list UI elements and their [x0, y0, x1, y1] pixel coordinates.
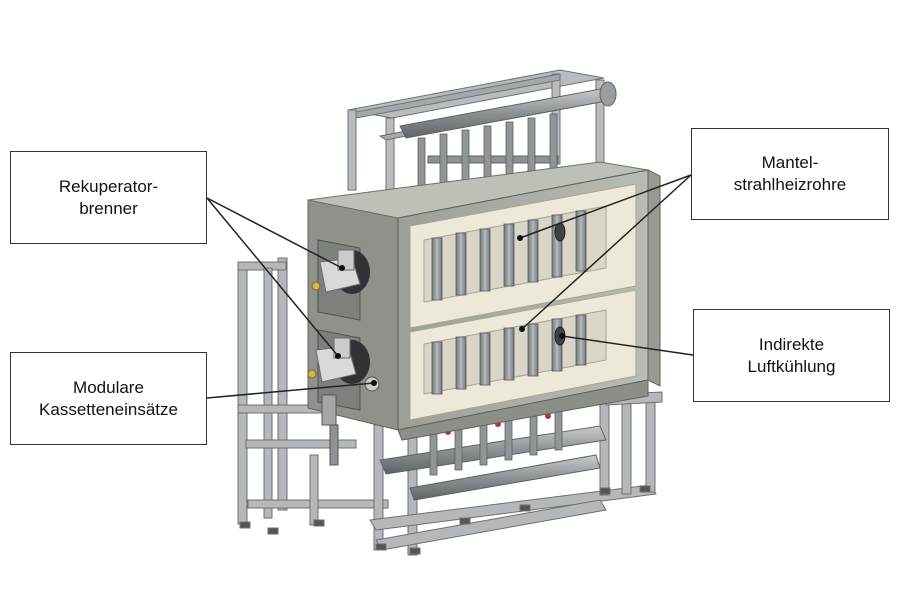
- label-modular-cassettes-text: Modulare Kassetteneinsätze: [39, 377, 178, 419]
- label-modular-cassettes: Modulare Kassetteneinsätze: [10, 352, 207, 445]
- bottom-manifold: [379, 394, 607, 501]
- callout-lines: [206, 174, 694, 399]
- top-manifold-pipe: [399, 81, 617, 164]
- label-radiant-tubes-text: Mantel- strahlheizrohre: [733, 153, 847, 194]
- label-recuperator-burner: Rekuperator- brenner: [10, 151, 207, 244]
- radiant-tubes-lower: [431, 314, 587, 395]
- radiant-tubes-upper: [431, 210, 587, 301]
- recuperator-burners: [307, 249, 380, 466]
- label-indirect-air-cooling-text: Indirekte Luftkühlung: [747, 334, 836, 376]
- callout-dots: [335, 235, 565, 386]
- label-indirect-air-cooling: Indirekte Luftkühlung: [693, 309, 890, 402]
- label-recuperator-burner-text: Rekuperator- brenner: [58, 176, 159, 218]
- label-radiant-tubes: Mantel- strahlheizrohre: [691, 128, 889, 220]
